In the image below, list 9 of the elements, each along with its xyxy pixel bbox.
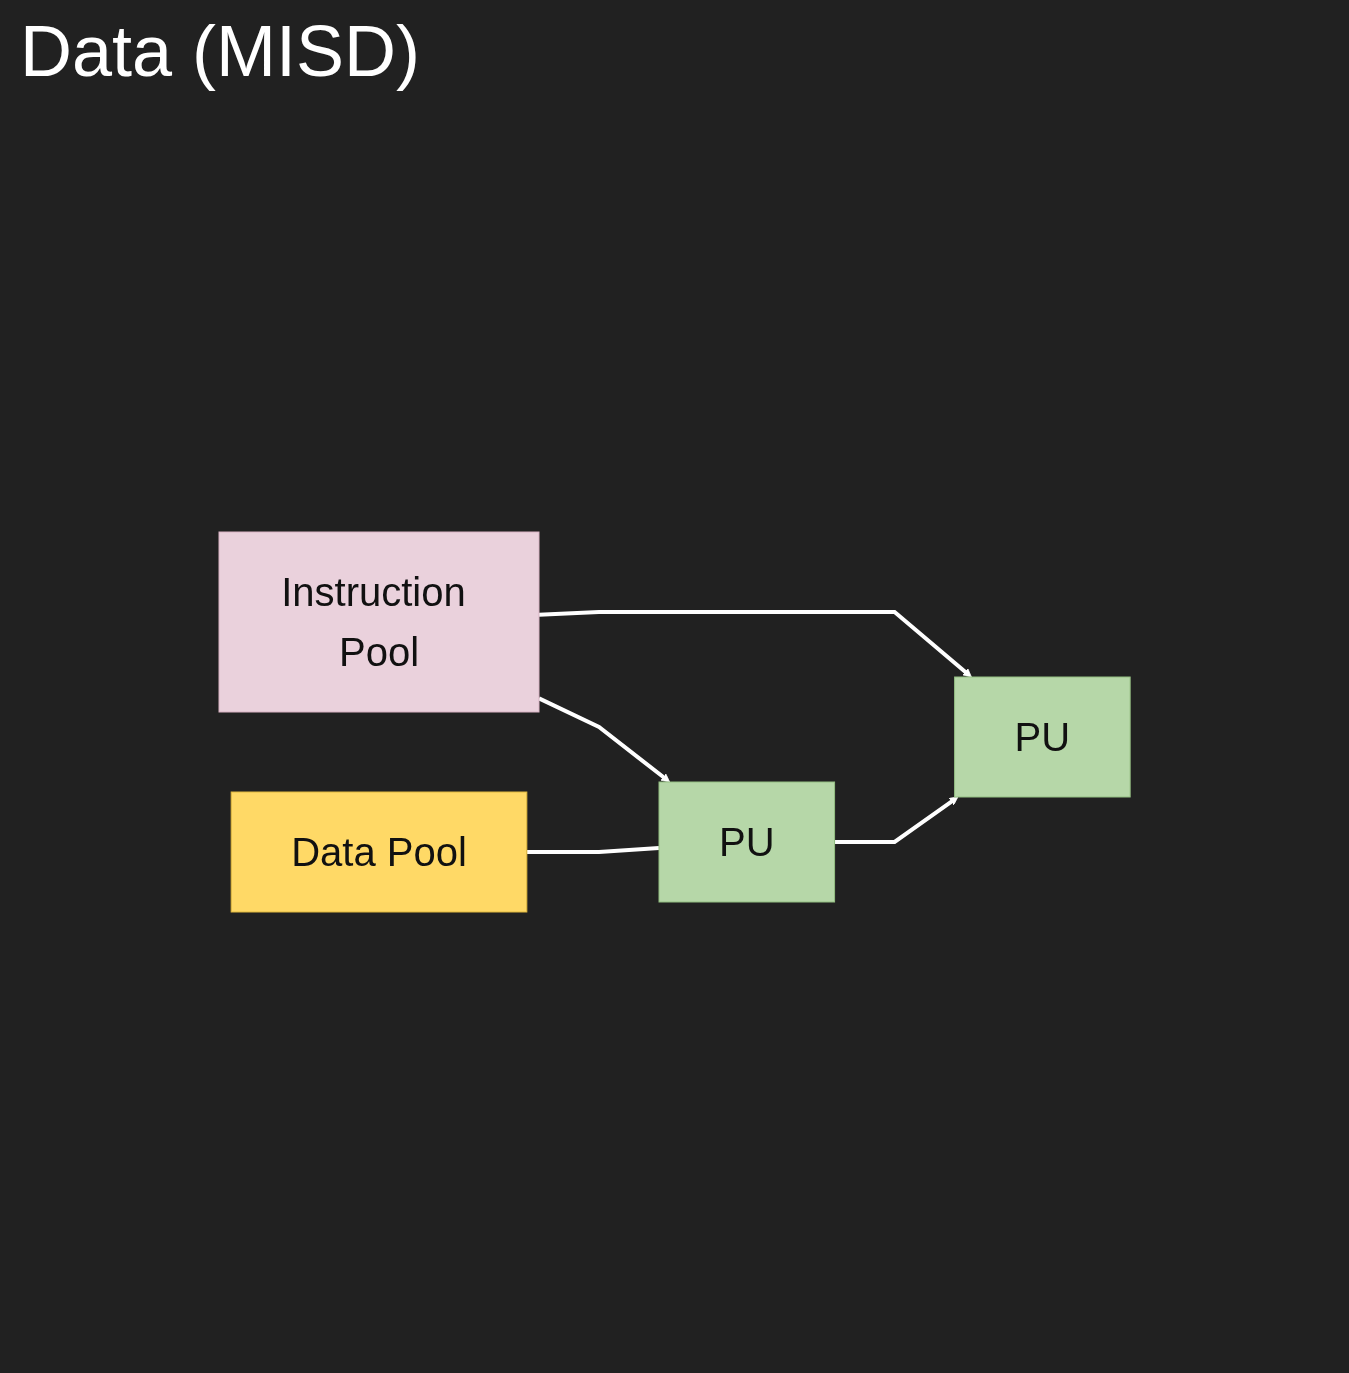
arrow <box>538 610 972 678</box>
node-box: Instruction Pool <box>218 531 540 713</box>
node-box: Data Pool <box>230 791 528 913</box>
connector <box>526 845 660 854</box>
arrow <box>834 796 959 844</box>
node-box: PU <box>658 781 835 903</box>
arrow <box>538 696 670 783</box>
title: Data (MISD) <box>19 10 422 93</box>
node-box: PU <box>954 676 1131 798</box>
